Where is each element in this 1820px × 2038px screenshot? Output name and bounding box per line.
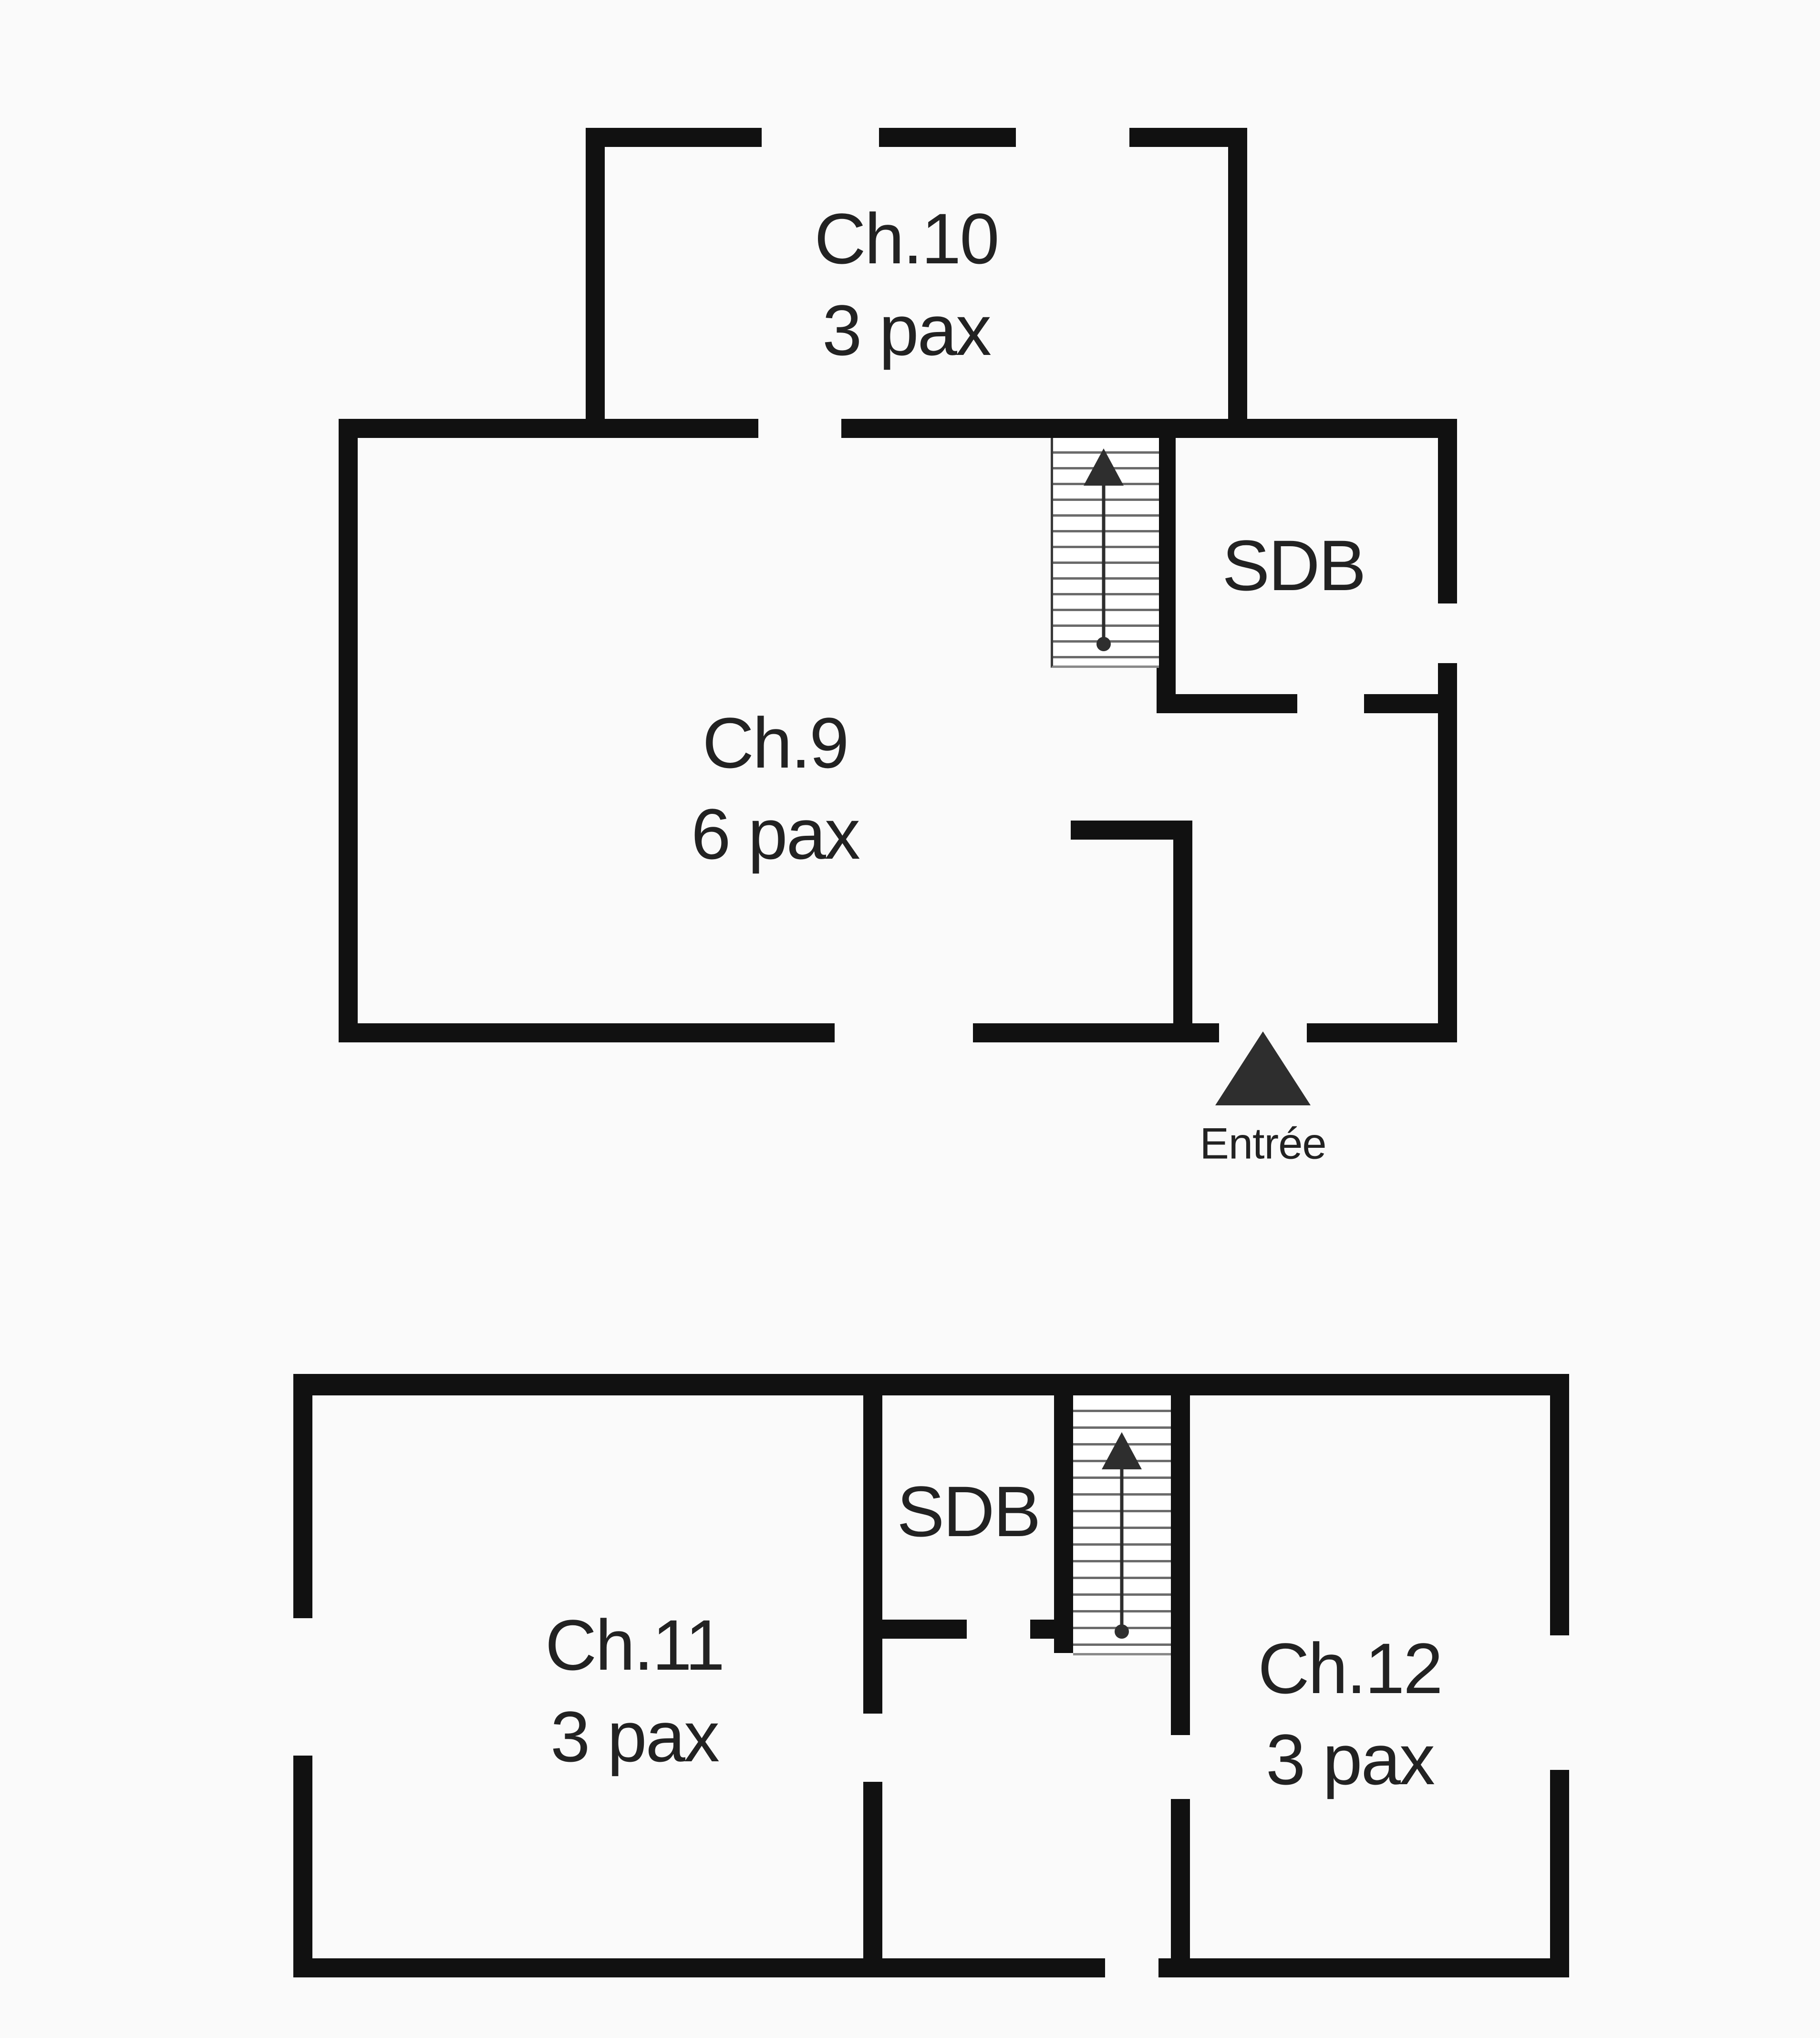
- wall-outer-left-wall: [339, 419, 358, 1042]
- room-label: Ch.9: [702, 703, 849, 783]
- wall-ch10-top-wall-right: [1129, 128, 1247, 147]
- wall-bottom-wall-right: [1307, 1023, 1457, 1042]
- wall-outer-left-wall-top: [293, 1374, 312, 1618]
- wall-ch10-top-wall-mid: [879, 128, 1016, 147]
- stairs-up-arrow-line: [1120, 1468, 1124, 1632]
- wall-bottom-wall-left: [293, 1958, 1105, 1977]
- wall-hall-wall-horizontal: [1071, 821, 1192, 840]
- room-capacity-label: 3 pax: [822, 290, 992, 370]
- entrance-label: Entrée: [1200, 1119, 1326, 1168]
- wall-outer-right-wall-top: [1438, 419, 1457, 603]
- wall-outer-right-wall-bottom: [1438, 663, 1457, 1042]
- wall-hall-wall-vertical: [1173, 821, 1192, 1042]
- stair-arrow-base-dot: [1115, 1624, 1129, 1639]
- room-label: Ch.12: [1258, 1628, 1443, 1708]
- stair-arrow-base-dot: [1096, 637, 1111, 651]
- wall-sdb-left-wall-top: [863, 1374, 882, 1714]
- stairs-up-arrow-icon: [1102, 1432, 1142, 1469]
- wall-sdb-bottom-wall-right: [1364, 694, 1438, 713]
- wall-ch10-top-wall-left: [586, 128, 762, 147]
- wall-ch10-right-wall: [1228, 128, 1247, 438]
- stairs-up-arrow-icon: [1084, 448, 1124, 486]
- wall-sdb-bottom-wall-left: [863, 1620, 967, 1639]
- room-label: SDB: [897, 1471, 1041, 1551]
- room-capacity-label: 3 pax: [1266, 1719, 1435, 1799]
- wall-sdb-bottom-wall-left: [1157, 694, 1297, 713]
- wall-stairs-right-wall-top: [1171, 1374, 1190, 1735]
- wall-stairs-left-wall: [1054, 1374, 1073, 1653]
- entrance-arrow-icon: [1215, 1031, 1311, 1105]
- wall-bottom-wall-right: [1158, 1958, 1569, 1977]
- room-label: Ch.11: [545, 1605, 725, 1685]
- wall-ch9-top-wall-right: [841, 419, 1457, 438]
- room-label: Ch.10: [814, 198, 999, 279]
- wall-outer-left-wall-bottom: [293, 1756, 312, 1977]
- wall-ch10-left-wall: [586, 128, 605, 438]
- wall-outer-right-wall-top: [1550, 1374, 1569, 1635]
- room-label: SDB: [1222, 525, 1366, 605]
- stairs-up-arrow-line: [1102, 484, 1106, 644]
- wall-bottom-wall-left: [339, 1023, 835, 1042]
- wall-sdb-left-wall: [1157, 438, 1176, 713]
- wall-outer-right-wall-bottom: [1550, 1770, 1569, 1977]
- wall-ch9-top-wall-left: [339, 419, 758, 438]
- wall-sdb-left-wall-bottom: [863, 1782, 882, 1977]
- room-capacity-label: 6 pax: [691, 794, 860, 874]
- wall-stairs-right-wall-bottom: [1171, 1799, 1190, 1977]
- room-capacity-label: 3 pax: [550, 1696, 720, 1777]
- wall-top-wall: [293, 1374, 1569, 1395]
